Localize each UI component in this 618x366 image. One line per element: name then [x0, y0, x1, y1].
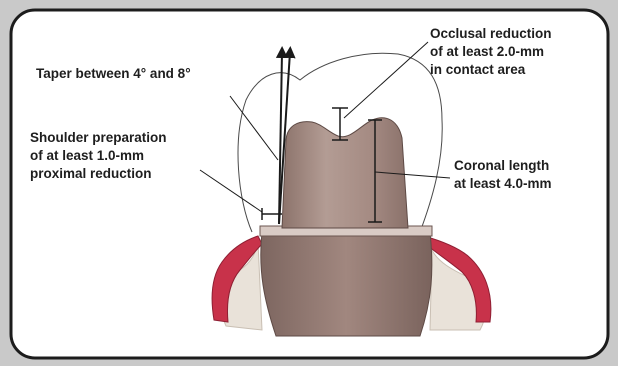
occlusal-label-line-2: of at least 2.0-mm [430, 44, 544, 59]
occlusal-label-line-3: in contact area [430, 62, 526, 77]
shoulder-label-line-1: Shoulder preparation [30, 130, 167, 145]
shoulder-label-line-2: of at least 1.0-mm [30, 148, 144, 163]
coronal-label-line-2: at least 4.0-mm [454, 176, 552, 191]
tooth-root [261, 232, 432, 336]
occlusal-label-line-1: Occlusal reduction [430, 26, 552, 41]
coronal-label-line-1: Coronal length [454, 158, 549, 173]
taper-label: Taper between 4° and 8° [36, 66, 191, 81]
shoulder-label-line-3: proximal reduction [30, 166, 152, 181]
